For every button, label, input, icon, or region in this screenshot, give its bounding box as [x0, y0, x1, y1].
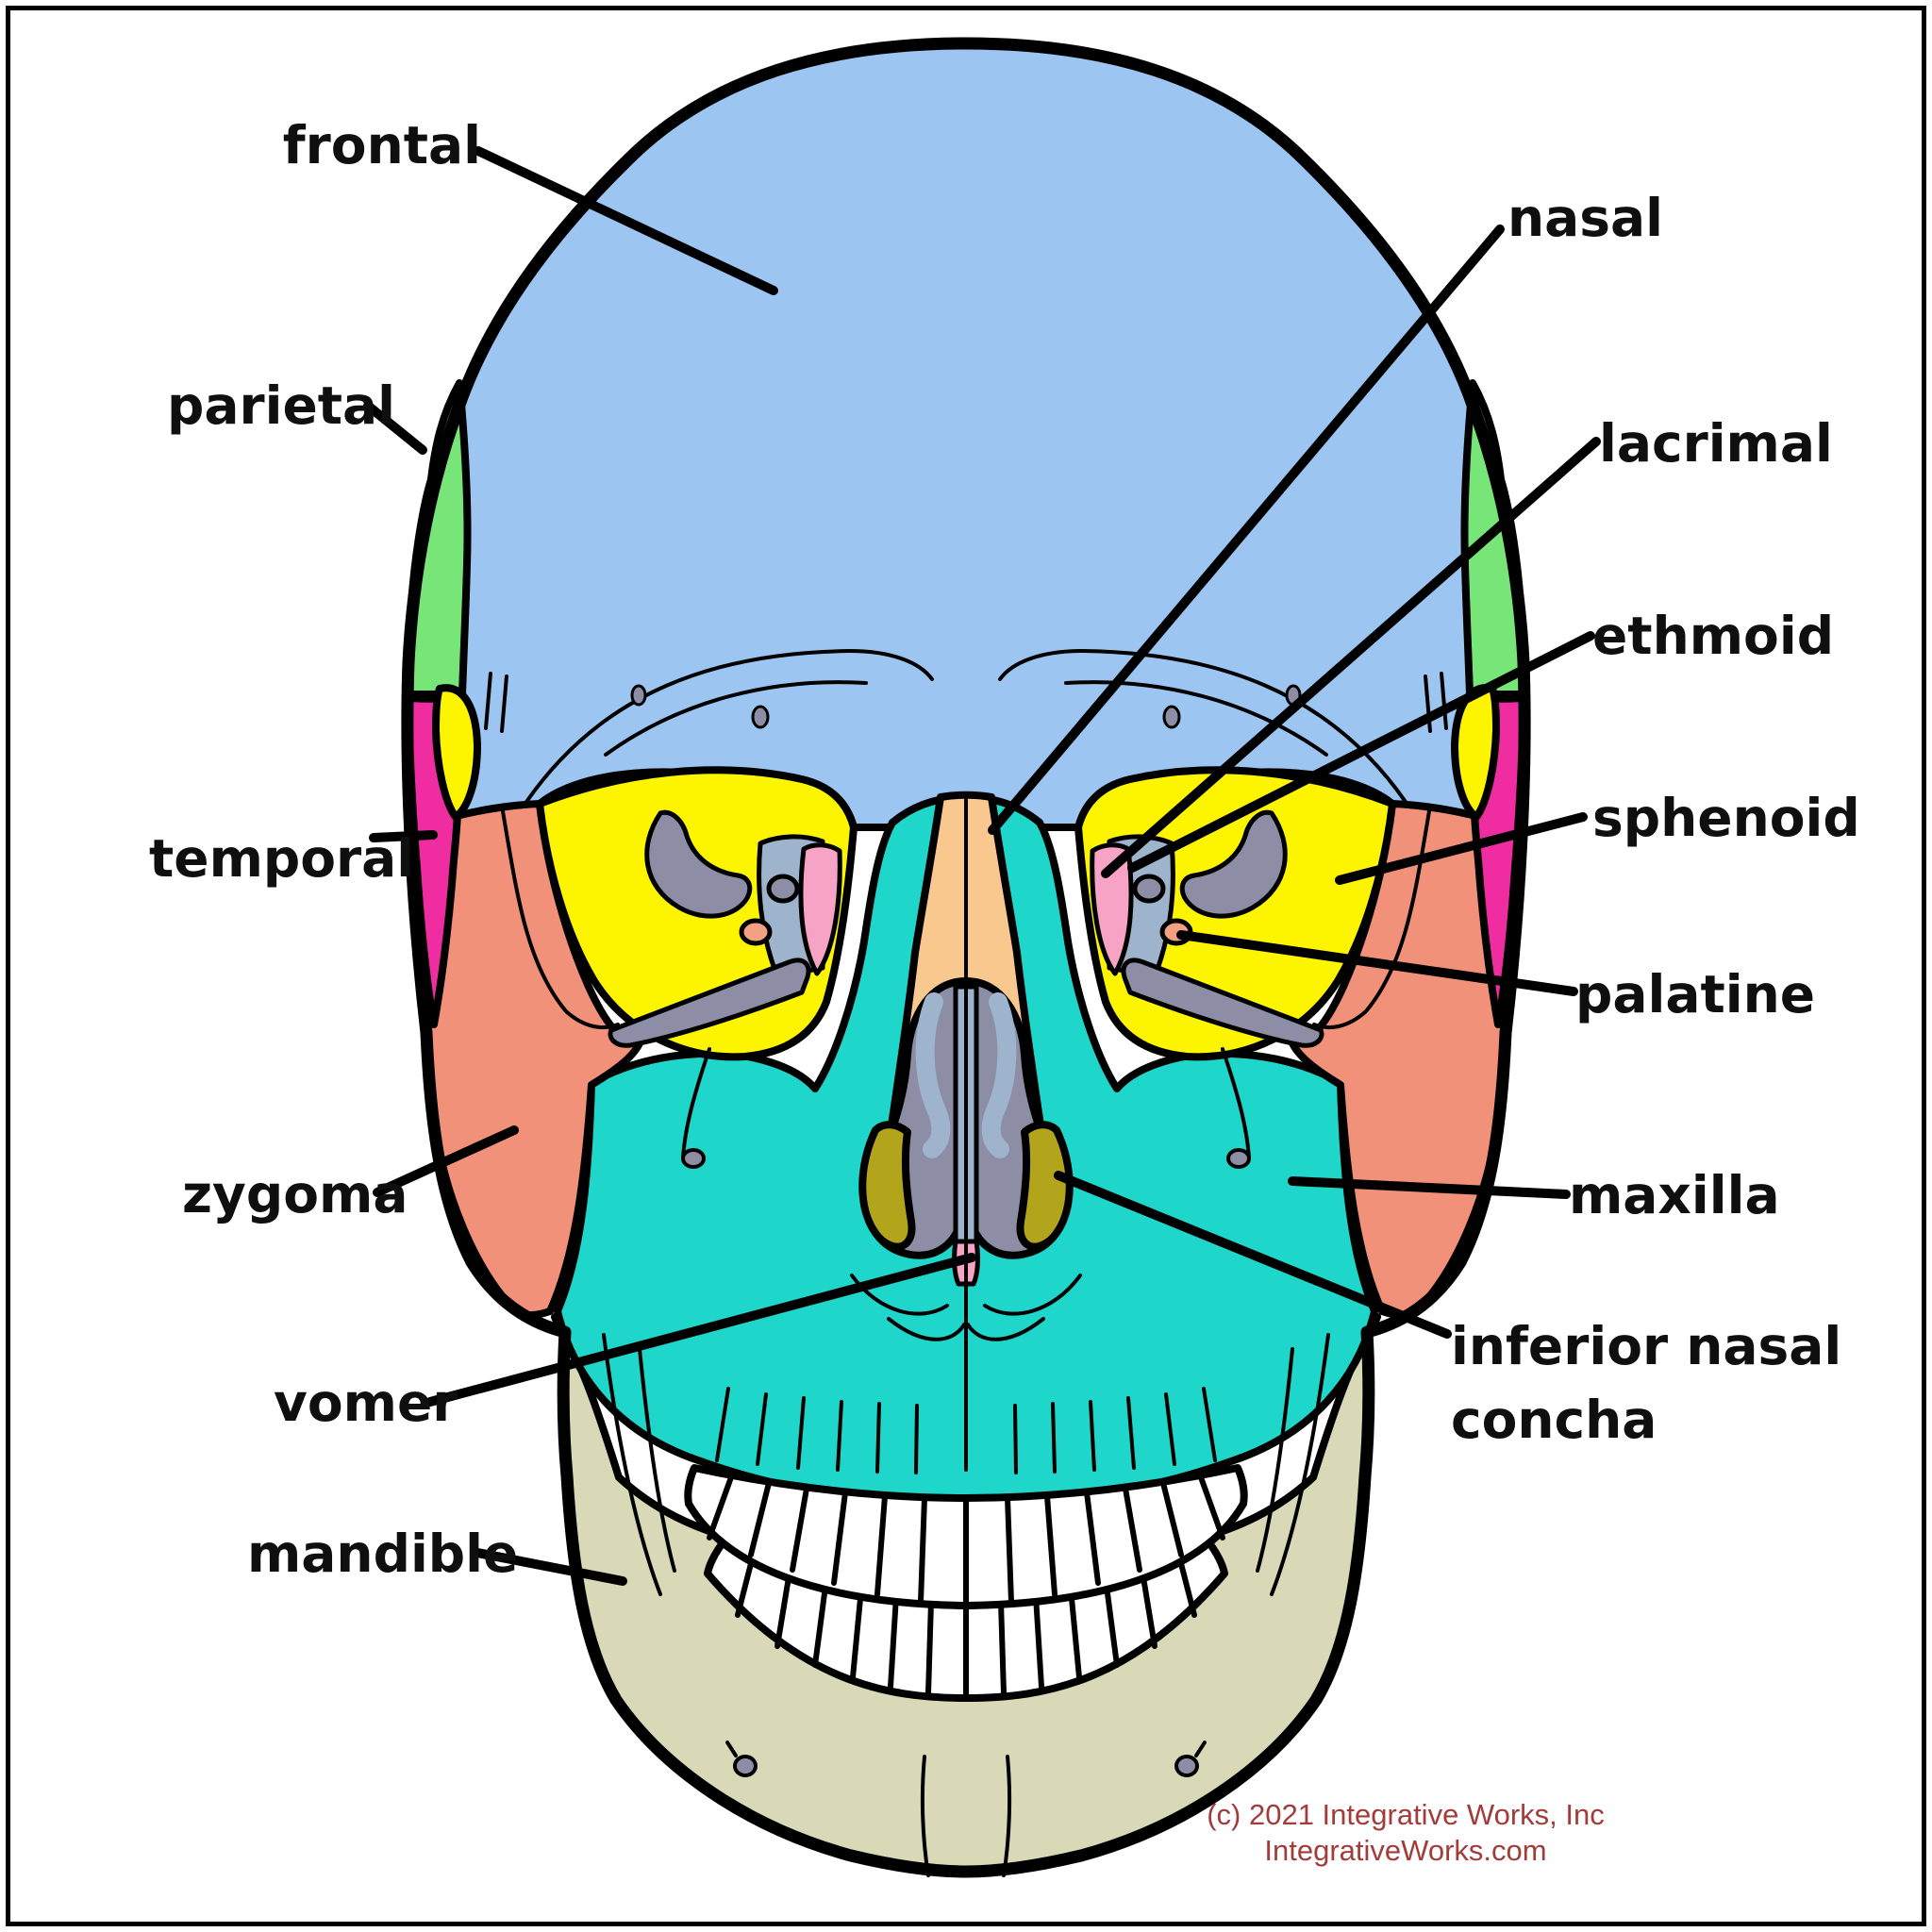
tooth-separator	[998, 1599, 1007, 1696]
tooth-separator	[831, 1490, 848, 1586]
mental-foramen-dot	[733, 1755, 758, 1777]
ramus-edge-line	[638, 1347, 676, 1573]
inferior-nasal-concha-leader-line	[1054, 1171, 1452, 1339]
label-inferior-nasal-line2: concha	[1451, 1390, 1657, 1450]
vomer-leader-line	[425, 1253, 976, 1407]
label-lacrimal: lacrimal	[1599, 413, 1833, 474]
tooth-separator	[1123, 1486, 1142, 1573]
zygoma-leader-line	[373, 1125, 519, 1197]
brow-arc-line	[604, 680, 868, 757]
alveolar-striation	[796, 1396, 806, 1470]
skull-outer-outline	[401, 37, 1531, 1878]
tooth-separator	[790, 1486, 809, 1573]
lacrimal-leader-line	[1101, 437, 1601, 878]
zygomaticomaxillary-suture-line	[501, 809, 620, 1029]
maxilla-leader-line	[1288, 1176, 1571, 1199]
temporal-line-tick	[484, 672, 492, 730]
tooth-separator	[888, 1593, 899, 1690]
inferior-nasal-concha-region	[858, 1121, 916, 1251]
supraorbital-foramen-dot	[751, 705, 770, 729]
sphenoid-pterion-region	[432, 684, 481, 821]
mandible-leader-line	[473, 1548, 627, 1586]
label-parietal: parietal	[167, 375, 396, 436]
alveolar-striation	[875, 1402, 881, 1474]
infraorbital-foramen-dot	[681, 1148, 706, 1169]
label-mandible: mandible	[247, 1524, 519, 1584]
copyright-line1: (c) 2021 Integrative Works, Inc	[1207, 1798, 1605, 1831]
inferior-orbital-fissure	[608, 958, 811, 1048]
tooth-separator	[1044, 1493, 1058, 1597]
tooth-separator	[748, 1480, 772, 1557]
parietal-leader-line	[363, 401, 427, 455]
label-frontal: frontal	[282, 115, 481, 175]
tooth-separator	[812, 1576, 829, 1668]
label-temporal: temporal	[149, 828, 415, 889]
label-nasal: nasal	[1507, 188, 1663, 248]
tooth-separator	[1103, 1576, 1120, 1668]
tooth-separator	[1160, 1480, 1184, 1557]
middle-nasal-concha-hook	[915, 992, 951, 1158]
label-palatine: palatine	[1575, 964, 1816, 1024]
tooth-separator	[1198, 1474, 1225, 1541]
philtrum-arc-line	[887, 1317, 966, 1341]
copyright-line2: IntegrativeWorks.com	[1264, 1834, 1547, 1867]
leader-lines	[363, 146, 1601, 1586]
temporal-leader-line	[369, 830, 438, 842]
label-inferior-nasal-line1: inferior nasal	[1451, 1316, 1842, 1376]
palatine-leader-line	[1176, 930, 1578, 996]
tooth-separator	[874, 1493, 888, 1597]
tooth-separator	[1084, 1490, 1101, 1586]
label-sphenoid: sphenoid	[1592, 788, 1860, 848]
tooth-separator	[925, 1599, 934, 1696]
tooth-separator	[850, 1586, 864, 1680]
alveolar-striation	[836, 1400, 843, 1472]
orbital-foramen-dot	[766, 874, 800, 904]
mental-foramen-tail	[725, 1740, 738, 1757]
alveolar-striation	[914, 1404, 919, 1474]
ramus-edge-line	[602, 1333, 662, 1596]
superior-orbital-fissure	[644, 809, 753, 919]
label-inferior-nasal-concha: inferior nasal concha	[1451, 1309, 1841, 1457]
nasal-leader-line	[988, 225, 1505, 835]
frontal-eminence-dot	[630, 684, 647, 707]
tooth-separator	[1033, 1593, 1044, 1690]
temporal-line-tick	[500, 675, 508, 733]
upper-teeth-separators	[707, 1474, 1225, 1607]
label-ethmoid: ethmoid	[1592, 606, 1835, 666]
tooth-separator	[918, 1495, 927, 1605]
lacrimal-bone-strip	[798, 842, 842, 976]
alveolar-striation	[756, 1392, 768, 1466]
label-maxilla: maxilla	[1569, 1165, 1780, 1225]
palatine-bone-dot	[739, 918, 773, 946]
copyright-notice: (c) 2021 Integrative Works, Inc Integrat…	[1189, 1797, 1623, 1869]
ethmoid-leader-line	[1127, 631, 1595, 873]
alveolar-striation	[715, 1387, 730, 1462]
supraorbital-ridge-line	[525, 648, 934, 804]
tooth-separator	[1005, 1495, 1014, 1605]
cheek-detail-line	[681, 1047, 711, 1160]
sphenoid-leader-line	[1335, 812, 1588, 885]
label-zygoma: zygoma	[182, 1164, 408, 1224]
label-vomer: vomer	[274, 1373, 458, 1433]
tooth-separator	[1068, 1586, 1082, 1680]
frontal-leader-line	[474, 146, 778, 295]
tooth-separator	[707, 1474, 734, 1541]
